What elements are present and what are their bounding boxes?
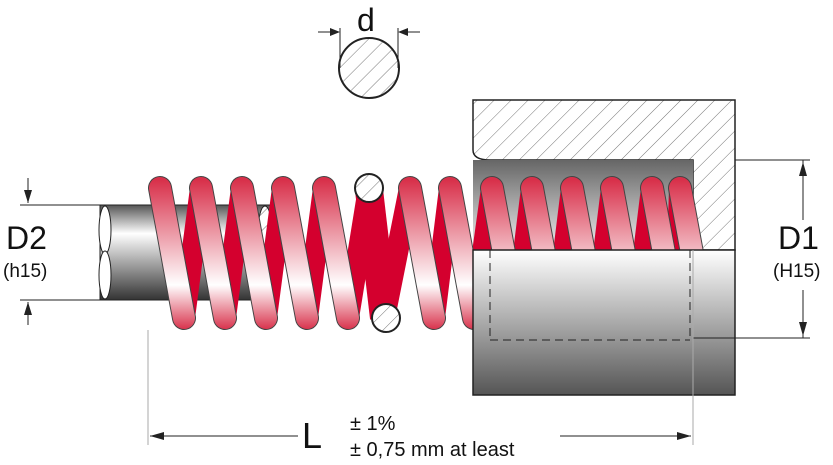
front-coil [313,177,359,329]
wire-cut-bottom [371,303,401,333]
length-dimension [147,250,694,445]
wire-cut-top [354,173,384,203]
front-coil [272,177,318,329]
front-coil [149,177,195,329]
length-label: L [302,415,323,456]
length-tolerance-percent: ± 1% [350,413,396,435]
d1-dimension [693,159,810,339]
front-coil [399,177,445,329]
outer-diameter-label: D2 [6,220,47,256]
d2-dimension [20,178,100,325]
outer-tolerance-label: (h15) [3,261,48,282]
bore-tolerance-label: (H15) [773,261,821,282]
front-coil [190,177,236,329]
front-coil [231,177,277,329]
bore-diameter-label: D1 [778,220,819,256]
front-coil [439,177,485,329]
wire-diameter-label: d [357,2,375,38]
length-tolerance-minimum: ± 0,75 mm at least [350,439,515,461]
housing-bore [472,249,736,396]
wire-section [318,28,420,99]
